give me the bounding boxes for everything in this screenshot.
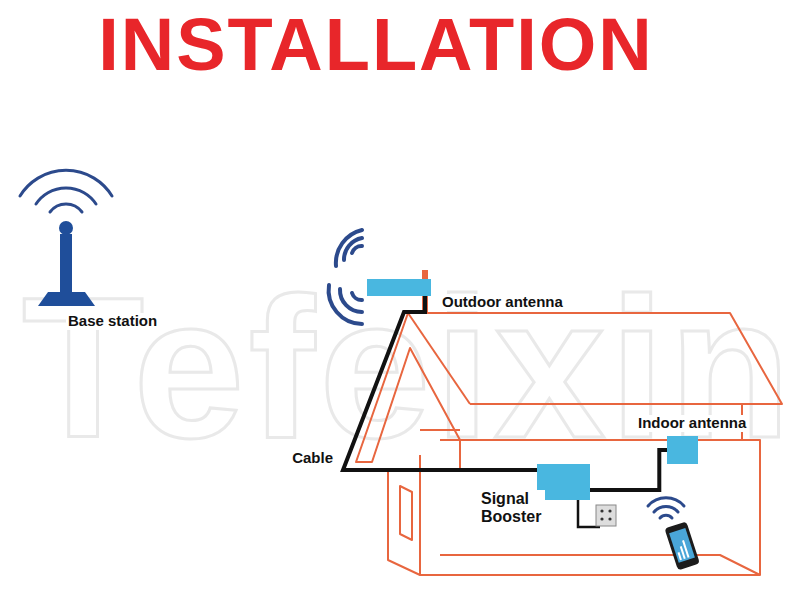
cable-line <box>343 296 537 470</box>
house-outline <box>356 313 782 575</box>
tower-symbol <box>38 220 95 306</box>
radio-waves <box>16 163 116 212</box>
radio-waves <box>648 498 684 518</box>
node-label: Signal Booster <box>479 490 545 525</box>
edge-label: Cable <box>290 450 335 467</box>
mobile-phone <box>664 521 699 570</box>
power-outlet <box>596 505 616 526</box>
radio-waves <box>329 230 362 324</box>
node-label: Base station <box>66 313 159 330</box>
indoor-antenna: Indoor antenna <box>667 436 698 464</box>
base-station: Base station <box>38 220 95 306</box>
diagram-title: INSTALLATION <box>0 6 752 84</box>
cable-line <box>590 450 667 490</box>
watermark: Tefeixin <box>22 268 782 468</box>
node-label: Indoor antenna <box>636 415 748 432</box>
signal-booster: Signal Booster <box>537 464 590 500</box>
node-label: Outdoor antenna <box>440 294 565 311</box>
outdoor-antenna: Outdoor antenna <box>367 279 431 296</box>
